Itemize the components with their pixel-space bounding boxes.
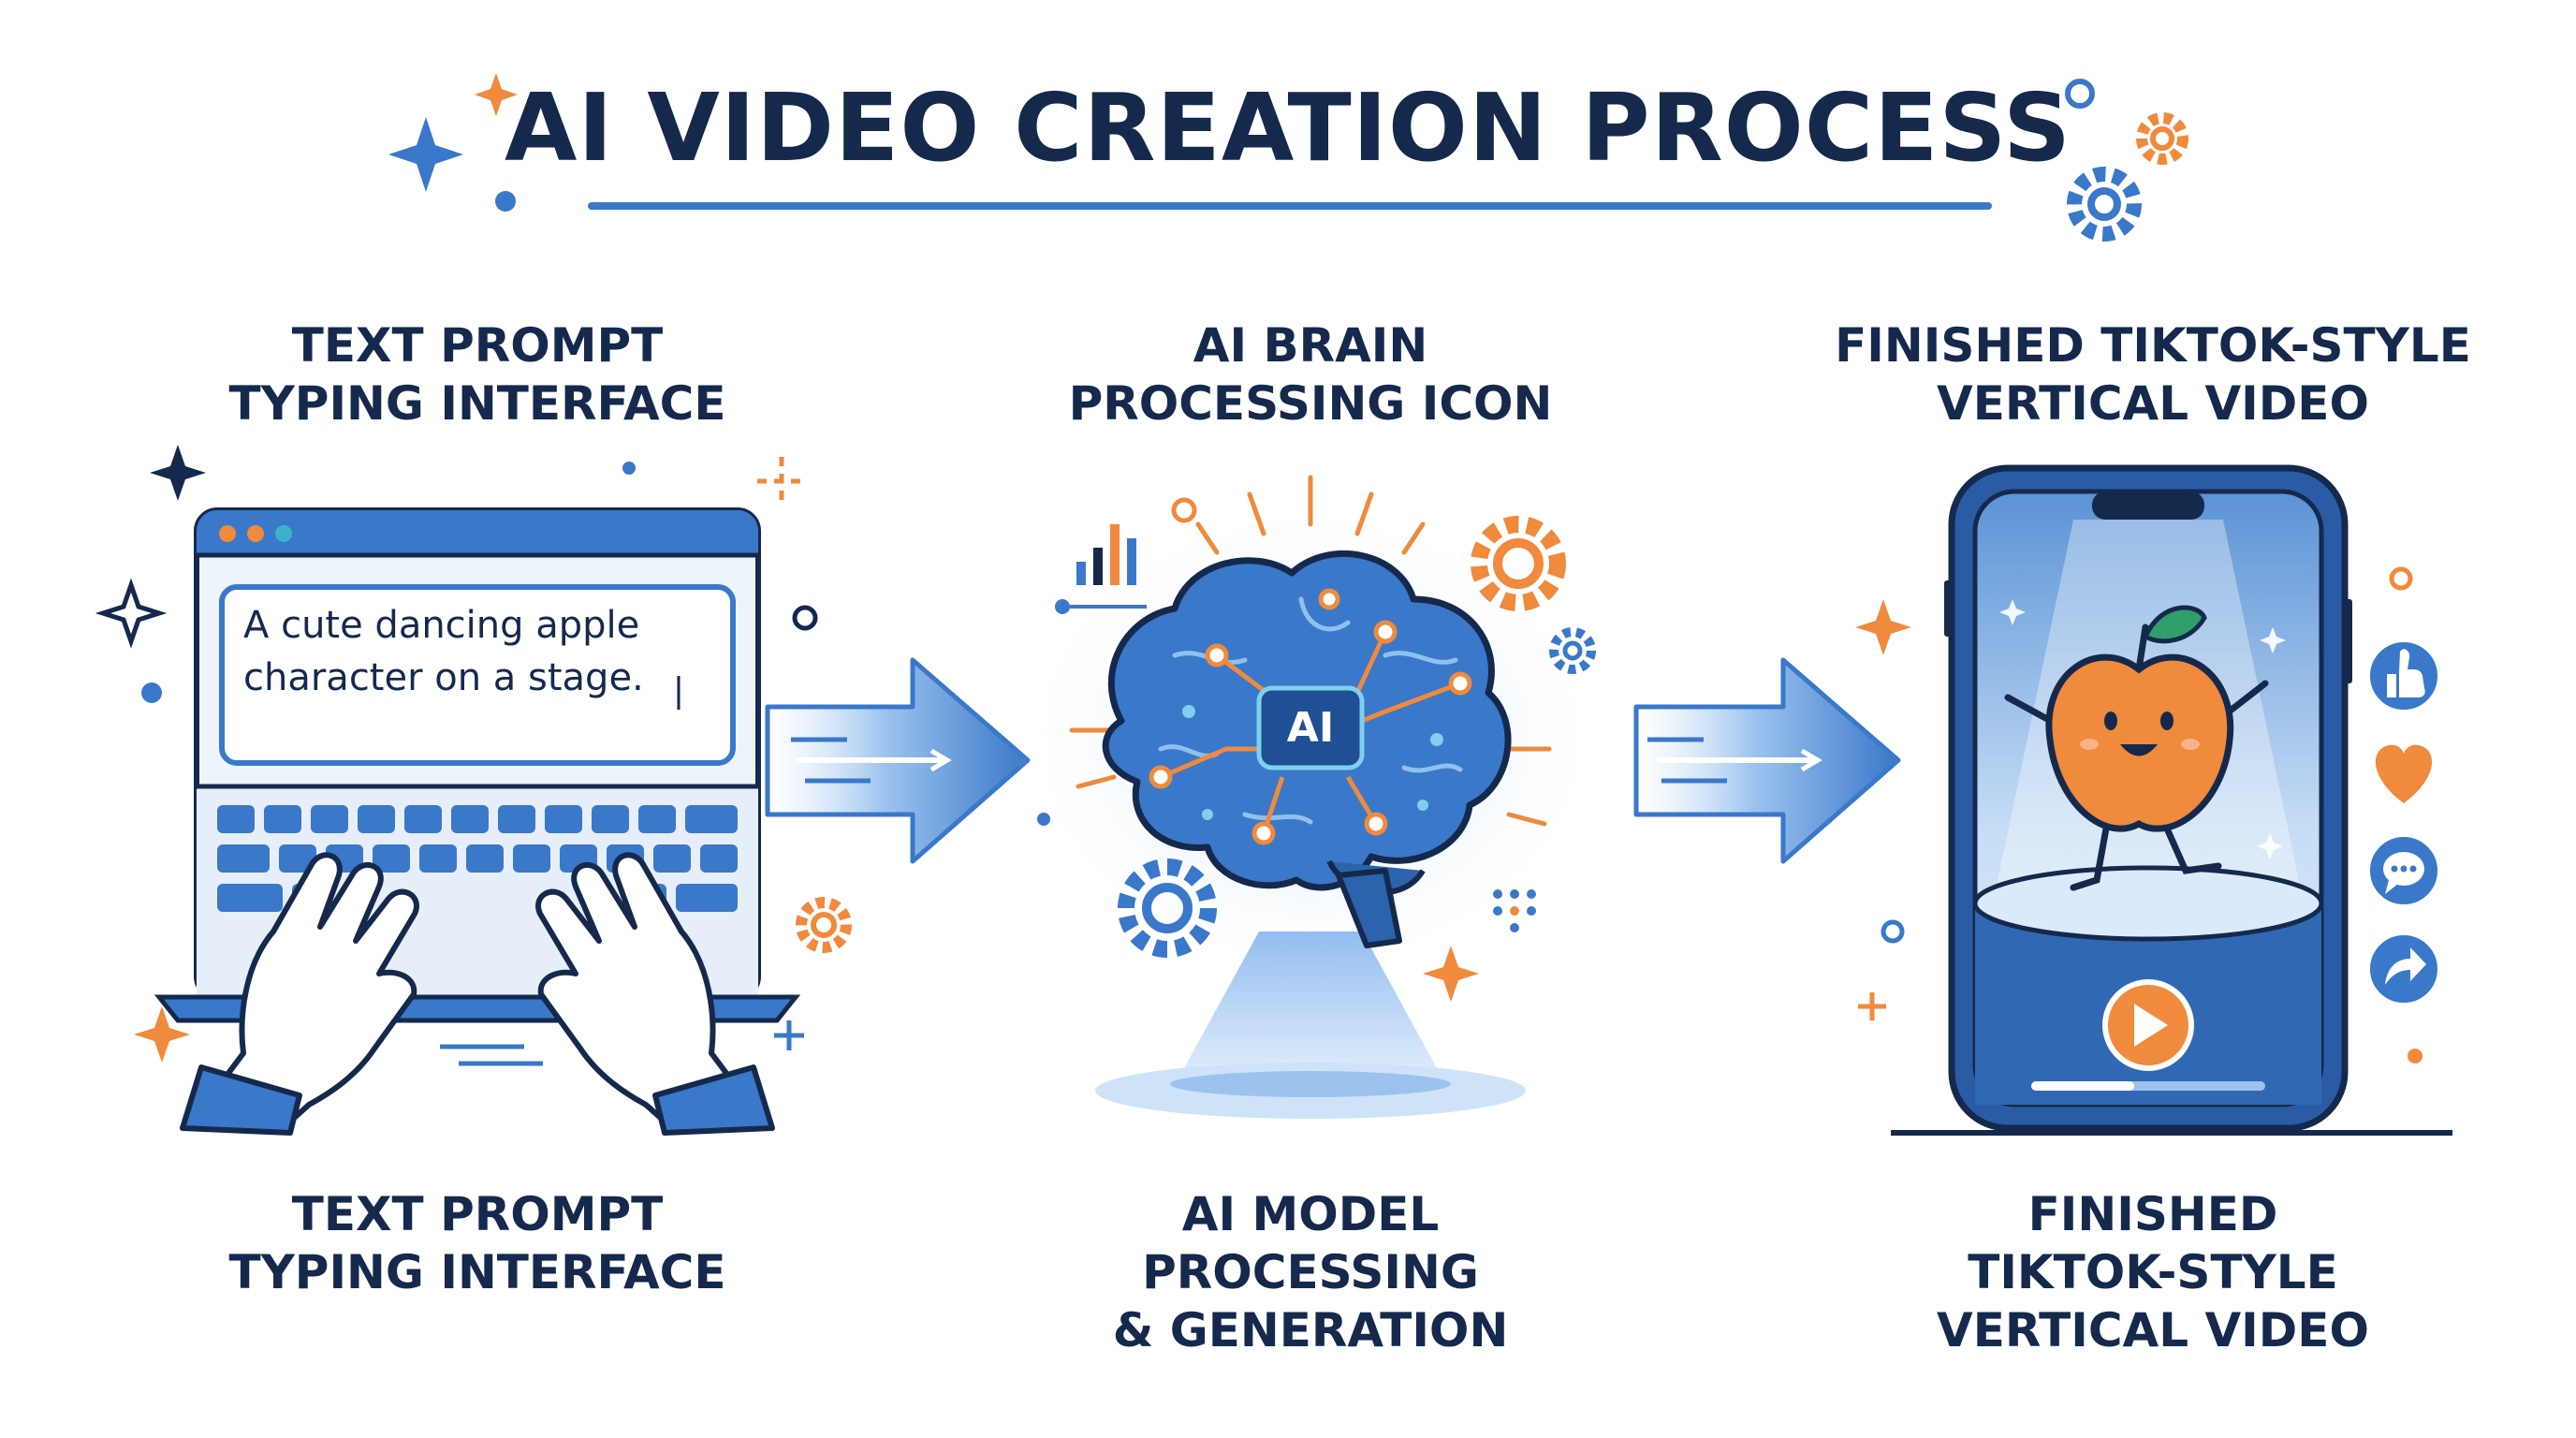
sparkle-icon [388, 73, 518, 212]
comment-icon [2366, 833, 2441, 908]
gear-icon [1118, 516, 1596, 1002]
heart-icon [2375, 744, 2433, 803]
brain-circuit-icon [1011, 475, 1610, 1119]
gear-cluster-icon [2065, 79, 2188, 242]
arrow-right-icon [1633, 657, 1901, 864]
arrow-right-icon [765, 657, 1031, 864]
apple-character-icon [2004, 605, 2269, 891]
ai-badge: AI [1286, 704, 1335, 752]
title-underline [588, 202, 1992, 210]
keyboard-keys [217, 805, 738, 912]
left-hand [180, 852, 419, 1136]
page-title: AI VIDEO CREATION PROCESS [505, 73, 2071, 183]
laptop-typing-hands-icon [95, 445, 852, 1136]
smartphone-video-icon [1891, 464, 2452, 1136]
thumbs-up-icon [2366, 638, 2441, 713]
share-icon [2366, 932, 2441, 1006]
right-hand [535, 852, 775, 1136]
bar-chart-icon [1055, 524, 1147, 614]
